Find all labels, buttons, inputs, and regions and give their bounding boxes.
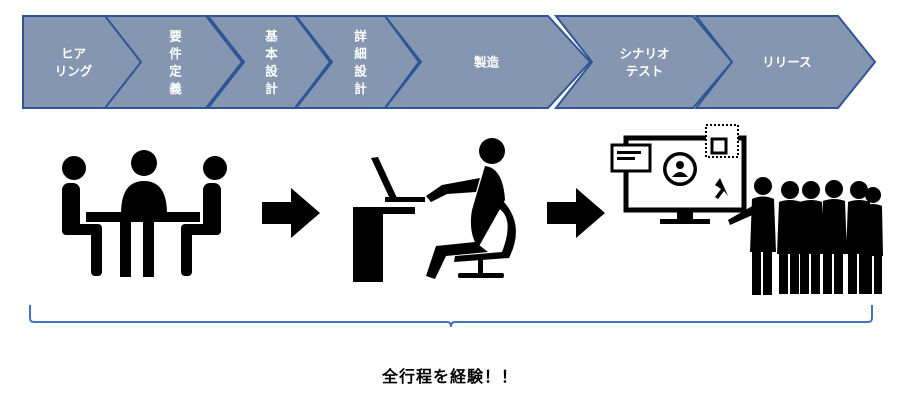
process-step-label: リリース [762,55,811,70]
process-step-label: 基本設計 [264,28,278,96]
process-step-chevron [382,15,592,109]
process-step-chevron [693,15,877,109]
process-step-chevron [553,15,734,109]
process-chevron-row: ヒアリング 要件定義 基本設計 詳細設計 製造 シナリオテスト リリース [22,15,877,109]
caption: 全行程を経験！！ [381,367,518,386]
process-step-label: 製造 [473,55,500,70]
arrow-right-icon [262,188,320,238]
presentation-to-group-icon [610,124,883,295]
arrow-right-icon [547,188,605,238]
meeting-icon [62,150,227,277]
process-step-chevron [102,15,244,109]
process-step-label: シナリオテスト [619,46,669,79]
scope-brace [29,305,873,328]
developer-at-desk-icon [353,138,516,282]
process-step-label: 詳細設計 [354,28,367,96]
process-step-label: ヒアリング [55,46,93,79]
process-step-label: 要件定義 [168,28,182,96]
